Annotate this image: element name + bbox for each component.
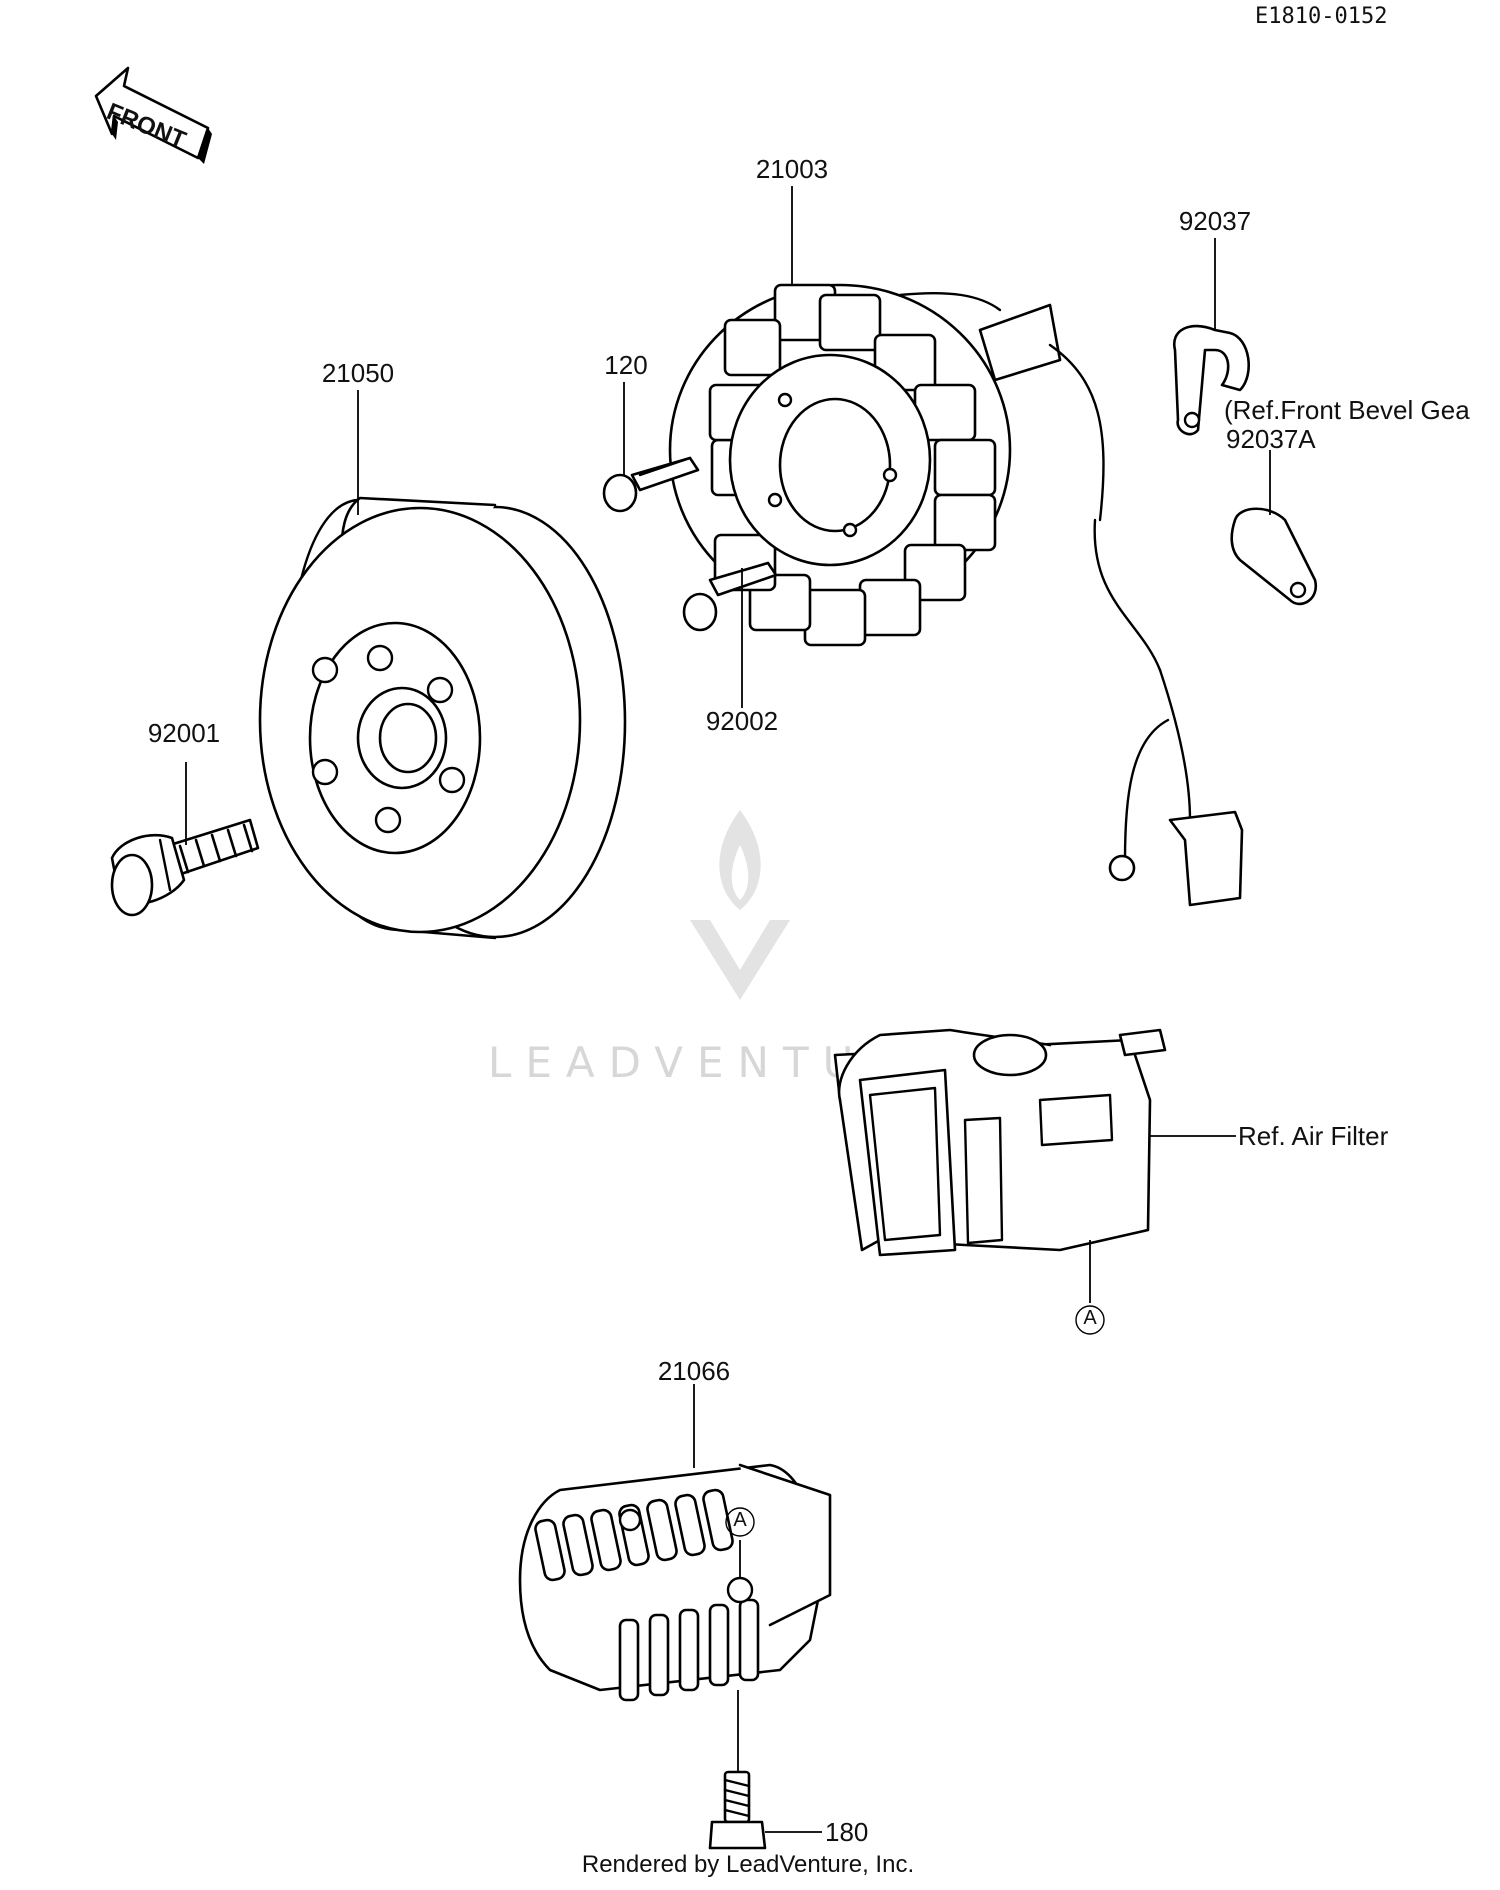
flywheel-bolt-92001 (110, 818, 260, 917)
part-label-92001: 92001 (147, 718, 221, 748)
front-arrow-icon (94, 66, 212, 164)
stator-coil-21003 (668, 283, 1244, 907)
part-label-92037: 92037 (1178, 206, 1252, 236)
footer-credit: Rendered by LeadVenture, Inc. (581, 1851, 915, 1878)
part-label-92002: 92002 (705, 706, 779, 736)
ref-air-filter: Ref. Air Filter (1238, 1121, 1389, 1151)
part-label-21050: 21050 (321, 358, 395, 388)
document-id: E1810-0152 (1255, 4, 1388, 29)
marker-a-air-filter: A (1083, 1307, 1097, 1329)
ref-front-bevel-gear: (Ref.Front Bevel Gea (1224, 395, 1470, 425)
part-label-92037a: 92037A (1226, 424, 1316, 454)
clamp-92037 (1172, 324, 1250, 436)
marker-a-regulator: A (733, 1509, 747, 1531)
stator-bolt-92002 (682, 561, 778, 632)
regulator-bolt-180 (708, 1770, 767, 1850)
stator-bolt-120 (602, 456, 700, 513)
marker-a-circles (725, 1305, 1105, 1537)
leader-lines (185, 186, 1271, 1833)
part-label-21066: 21066 (657, 1356, 731, 1386)
watermark-logo-icon (690, 810, 790, 1000)
flywheel-rotor-21050 (258, 496, 627, 940)
part-label-21003: 21003 (755, 154, 829, 184)
part-label-120: 120 (604, 350, 648, 380)
air-filter-housing (833, 1028, 1167, 1257)
regulator-rectifier-21066 (518, 1463, 832, 1702)
part-label-180: 180 (825, 1817, 869, 1847)
clamp-92037a (1230, 507, 1318, 606)
